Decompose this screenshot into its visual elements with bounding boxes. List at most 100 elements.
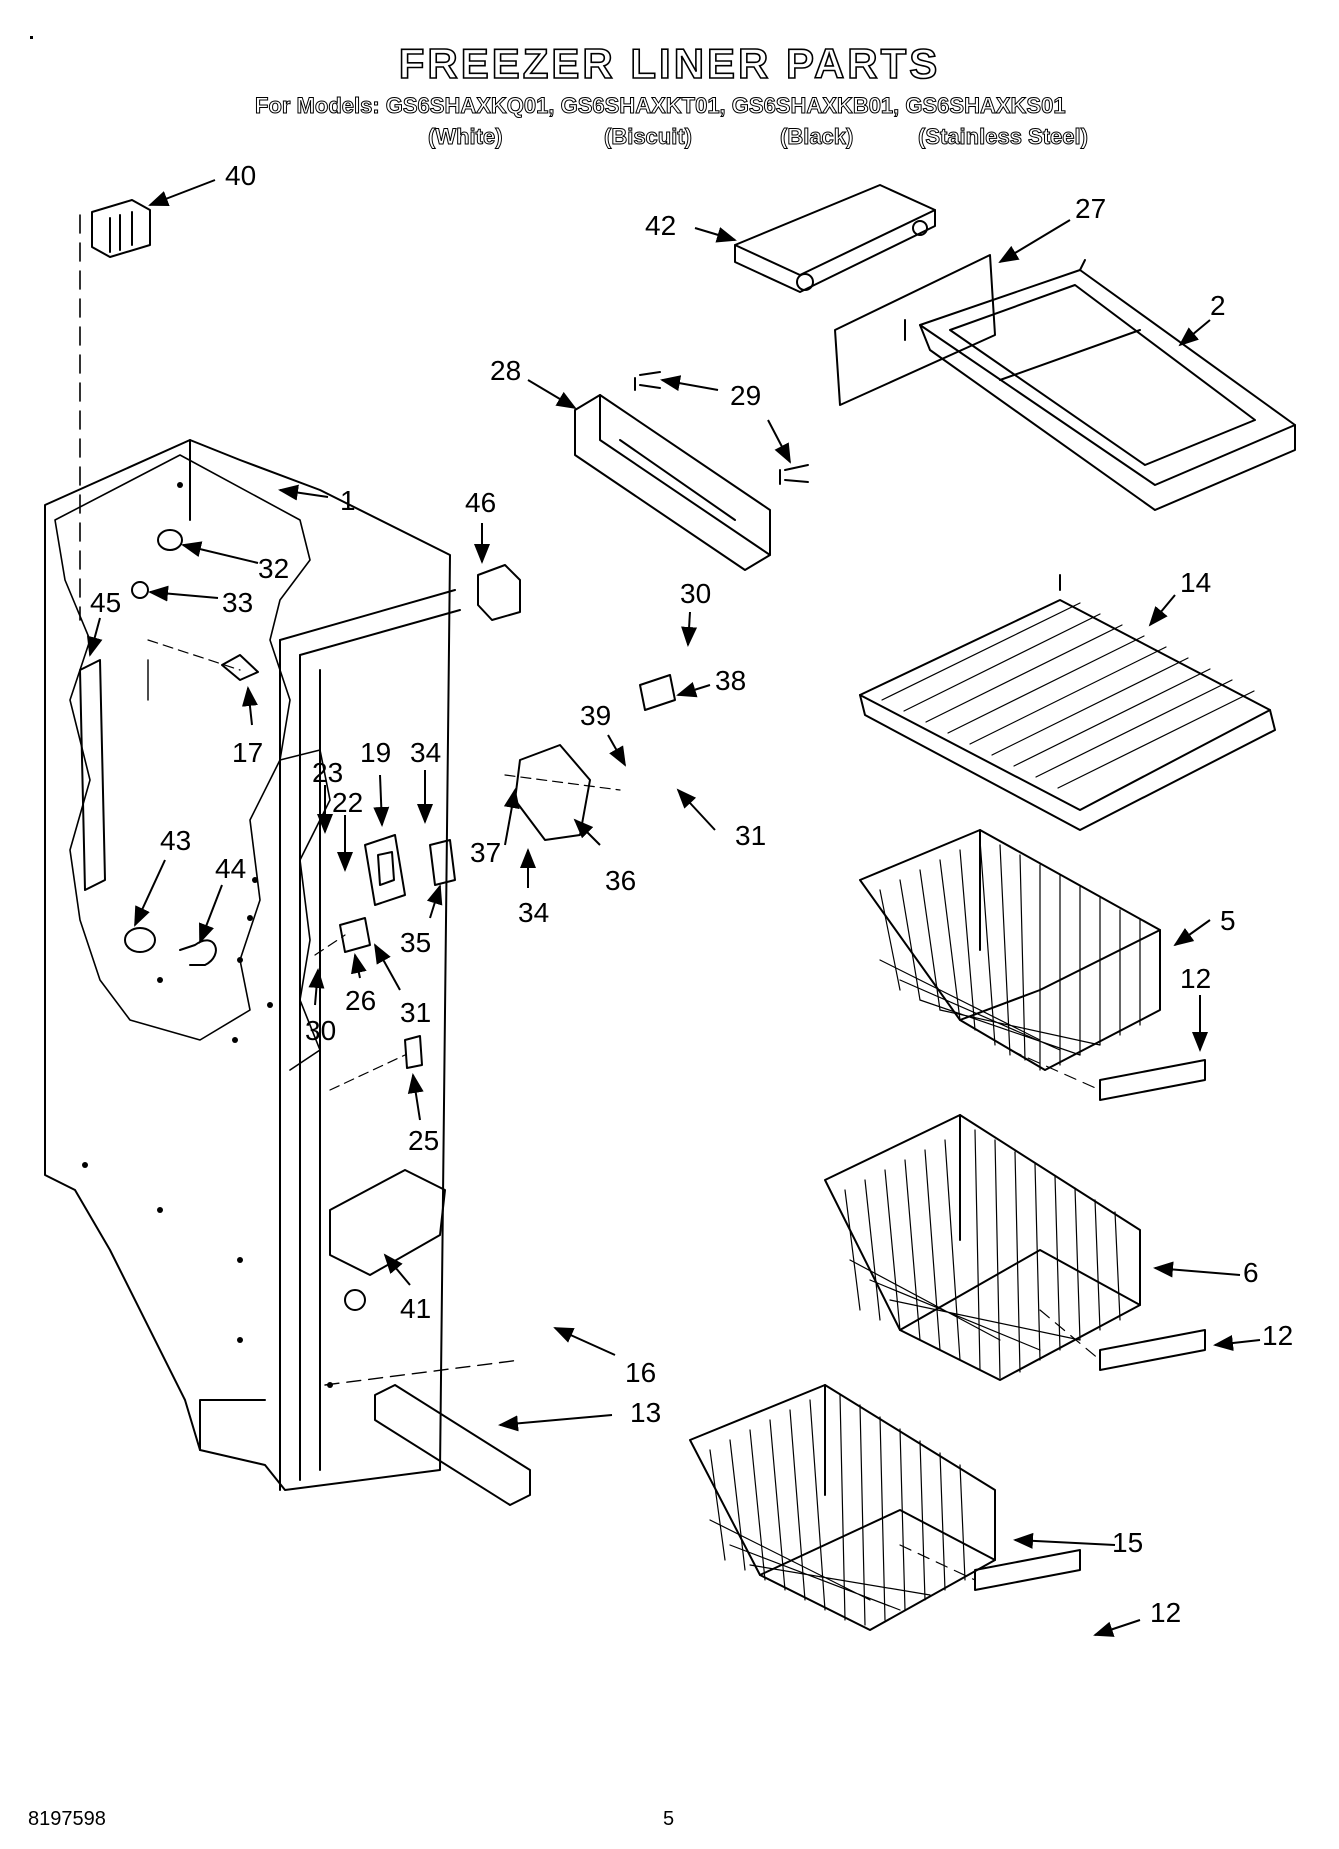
callout-30-bottom: 30 <box>305 1015 336 1046</box>
callout-16: 16 <box>625 1357 656 1388</box>
part-17-clip <box>221 654 259 681</box>
callout-44: 44 <box>215 853 246 884</box>
callout-33: 33 <box>222 587 253 618</box>
part-12-rail-3 <box>974 1549 1081 1591</box>
part-38-board <box>639 674 676 711</box>
part-25-switch <box>404 1035 423 1069</box>
part-29-screws <box>634 371 809 485</box>
callout-43: 43 <box>160 825 191 856</box>
callout-35: 35 <box>400 927 431 958</box>
callout-27: 27 <box>1075 193 1106 224</box>
part-12-rail-1 <box>1099 1059 1206 1101</box>
callout-17: 17 <box>232 737 263 768</box>
leader-33 <box>148 585 219 602</box>
part-26-board <box>339 917 371 953</box>
leader-2 <box>1178 319 1211 347</box>
leader-17 <box>241 686 258 726</box>
callout-37: 37 <box>470 837 501 868</box>
part-5-basket <box>859 829 1161 1071</box>
variant-biscuit: (Biscuit) <box>604 124 693 150</box>
callout-12-b: 12 <box>1262 1320 1293 1351</box>
callout-12-a: 12 <box>1180 963 1211 994</box>
variant-stainless: (Stainless Steel) <box>918 124 1089 150</box>
part-41-cover <box>329 1169 446 1276</box>
part-36-cover <box>514 744 591 841</box>
leader-41 <box>383 1253 411 1286</box>
callout-36: 36 <box>605 865 636 896</box>
callout-45: 45 <box>90 587 121 618</box>
leader-28 <box>527 379 577 410</box>
callout-13: 13 <box>630 1397 661 1428</box>
leader-12b <box>1213 1335 1261 1351</box>
leader-16 <box>553 1327 616 1356</box>
leader-36 <box>573 818 601 846</box>
leader-27 <box>998 219 1071 264</box>
leader-6 <box>1153 1261 1241 1278</box>
part-14-wire-shelf <box>859 574 1276 831</box>
part-43-socket <box>124 927 156 953</box>
callout-22: 22 <box>332 787 363 818</box>
leader-1 <box>278 484 329 501</box>
leader-26 <box>351 953 367 979</box>
callout-19: 19 <box>360 737 391 768</box>
variant-white: (White) <box>428 124 504 150</box>
part-35-clip <box>429 839 456 886</box>
callout-29: 29 <box>730 380 761 411</box>
callout-30-top: 30 <box>680 578 711 609</box>
part-6-basket <box>824 1114 1141 1381</box>
part-28-bracket <box>574 394 771 571</box>
callout-42: 42 <box>645 210 676 241</box>
leader-14 <box>1148 594 1176 627</box>
leader-40 <box>148 179 216 207</box>
part-32-socket <box>157 529 183 551</box>
leader-39 <box>607 734 626 767</box>
leader-43 <box>134 859 166 927</box>
page-number: 5 <box>663 1808 675 1830</box>
page-title: FREEZER LINER PARTS <box>398 39 941 88</box>
callout-31-b: 31 <box>400 997 431 1028</box>
callout-12-c: 12 <box>1150 1597 1181 1628</box>
callout-26: 26 <box>345 985 376 1016</box>
part-13-bar <box>374 1384 531 1506</box>
callout-46: 46 <box>465 487 496 518</box>
leader-42 <box>694 227 737 243</box>
models-line: For Models: GS6SHAXKQ01, GS6SHAXKT01, GS… <box>255 93 1067 119</box>
leader-13 <box>498 1414 613 1432</box>
callout-39: 39 <box>580 700 611 731</box>
part-44-bulb <box>179 939 217 966</box>
callout-38: 38 <box>715 665 746 696</box>
part-15-basket <box>689 1384 996 1631</box>
callout-15: 15 <box>1112 1527 1143 1558</box>
document-number: 8197598 <box>28 1808 106 1830</box>
part-42-hinge <box>734 184 936 293</box>
leader-32 <box>181 541 259 564</box>
freezer-liner <box>44 439 461 1491</box>
leader-31a <box>676 788 716 831</box>
callout-31-a: 31 <box>735 820 766 851</box>
variant-black: (Black) <box>779 124 854 150</box>
part-45-strip <box>79 659 106 891</box>
leader-38 <box>676 681 711 698</box>
part-46-cap <box>477 564 521 621</box>
leader-30a <box>681 611 698 647</box>
callout-40: 40 <box>225 160 256 191</box>
callout-41: 41 <box>400 1293 431 1324</box>
callout-6: 6 <box>1243 1257 1259 1288</box>
stray-mark <box>30 36 33 39</box>
callout-28: 28 <box>490 355 521 386</box>
leader-19 <box>373 774 390 827</box>
leader-30b <box>308 968 325 1006</box>
leader-37 <box>503 788 520 846</box>
leader-5 <box>1173 919 1211 947</box>
part-33-bulb <box>131 581 149 599</box>
callout-25: 25 <box>408 1125 439 1156</box>
callout-1: 1 <box>340 485 356 516</box>
leader-31b <box>374 943 401 991</box>
callout-34-a: 34 <box>410 737 441 768</box>
leader-12c <box>1093 1619 1141 1637</box>
callout-23: 23 <box>312 757 343 788</box>
leader-29b <box>767 419 791 464</box>
part-19-switch <box>364 834 406 906</box>
leader-44 <box>199 884 223 944</box>
